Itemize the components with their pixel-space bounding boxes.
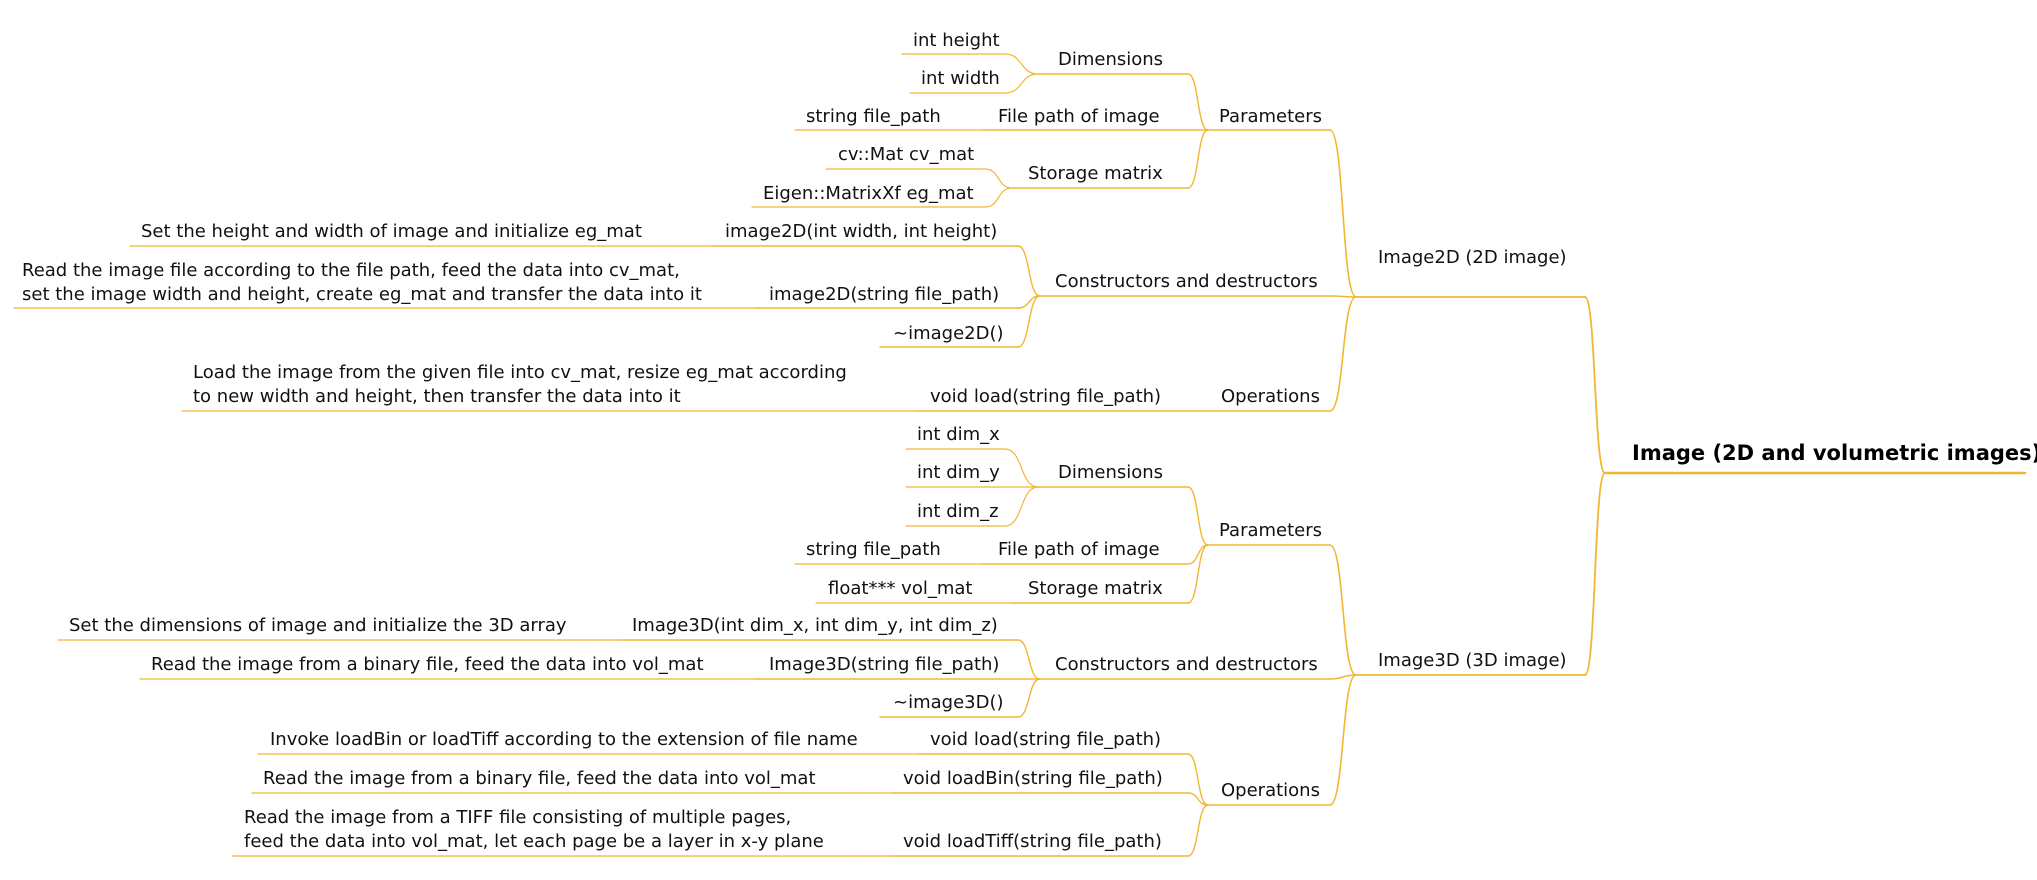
leaf-int-dim-x[interactable]: int dim_x: [917, 424, 1000, 445]
connector-w2: [1004, 73, 1039, 94]
leaf-int-dim-y[interactable]: int dim_y: [917, 462, 1000, 483]
connector-x3: [1004, 448, 1039, 488]
node-image3d-parameters[interactable]: Parameters: [1219, 520, 1322, 541]
node-image2d-dimensions[interactable]: Dimensions: [1058, 49, 1163, 70]
node-image2d-file-path[interactable]: File path of image: [998, 106, 1160, 127]
leaf-int-dim-z[interactable]: int dim_z: [917, 501, 999, 522]
desc-image3d-loadbin: Read the image from a binary file, feed …: [263, 768, 816, 789]
node-image2d-destructor[interactable]: ~image2D(): [893, 323, 1004, 344]
node-image3d-storage[interactable]: Storage matrix: [1028, 578, 1163, 599]
node-image3d-loadbin[interactable]: void loadBin(string file_path): [903, 768, 1163, 789]
connector-dt3: [1017, 678, 1041, 718]
leaf-cv-mat[interactable]: cv::Mat cv_mat: [838, 144, 974, 165]
connector-h2: [1004, 53, 1039, 75]
node-image2d-constructors[interactable]: Constructors and destructors: [1055, 271, 1318, 292]
node-image2d-load[interactable]: void load(string file_path): [930, 386, 1161, 407]
connector-op2: [1329, 296, 1357, 412]
node-image3d-destructor[interactable]: ~image3D(): [893, 692, 1004, 713]
connector-i3d: [1584, 472, 1606, 676]
connector-cv2: [984, 168, 1013, 189]
node-image3d-load[interactable]: void load(string file_path): [930, 729, 1161, 750]
node-labels: Image (2D and volumetric images) Image2D…: [22, 30, 2037, 852]
connector-lines: [589, 53, 1606, 857]
desc-image3d-loadtiff-line1: Read the image from a TIFF file consisti…: [244, 807, 791, 828]
root-node-label[interactable]: Image (2D and volumetric images): [1632, 441, 2037, 465]
underline-strokes: [13, 53, 2027, 857]
leaf-eigen-eg-mat[interactable]: Eigen::MatrixXf eg_mat: [763, 183, 974, 204]
node-image2d-parameters[interactable]: Parameters: [1219, 106, 1322, 127]
connector-lb3: [1187, 792, 1209, 806]
desc-image3d-load: Invoke loadBin or loadTiff according to …: [270, 729, 858, 750]
node-image3d-constructors[interactable]: Constructors and destructors: [1055, 654, 1318, 675]
node-image2d-ctor-file[interactable]: image2D(string file_path): [769, 284, 999, 305]
connector-c1_3: [1017, 639, 1041, 680]
connector-ld3: [1187, 753, 1209, 806]
connector-z3: [1004, 486, 1039, 527]
node-image3d-dimensions[interactable]: Dimensions: [1058, 462, 1163, 483]
connector-cd2: [1329, 295, 1357, 298]
node-image2d-ctor-size[interactable]: image2D(int width, int height): [725, 221, 997, 242]
connector-op3: [1329, 674, 1357, 806]
desc-image2d-ctor-file-line1: Read the image file according to the fil…: [22, 260, 680, 281]
connector-cd3: [1329, 674, 1357, 680]
connector-d3: [1187, 486, 1209, 546]
connector-eg2: [984, 187, 1013, 208]
connector-i2d: [1584, 296, 1606, 474]
connector-c1_2: [1017, 245, 1041, 297]
connector-lt3: [1187, 804, 1209, 857]
connector-sm3: [1187, 544, 1209, 604]
desc-image3d-loadtiff-line2: feed the data into vol_mat, let each pag…: [244, 831, 824, 852]
node-image3d[interactable]: Image3D (3D image): [1378, 650, 1567, 671]
connector-p2: [1329, 129, 1357, 298]
node-image2d-operations[interactable]: Operations: [1221, 386, 1320, 407]
desc-image3d-ctor-file: Read the image from a binary file, feed …: [151, 654, 704, 675]
desc-image2d-ctor-size: Set the height and width of image and in…: [141, 221, 642, 242]
leaf-string-file-path-3d[interactable]: string file_path: [806, 539, 941, 560]
connector-p3: [1329, 544, 1357, 676]
node-image2d-storage[interactable]: Storage matrix: [1028, 163, 1163, 184]
connector-dt2: [1017, 295, 1041, 348]
leaf-string-file-path-2d[interactable]: string file_path: [806, 106, 941, 127]
node-image2d[interactable]: Image2D (2D image): [1378, 247, 1567, 268]
node-image3d-ctor-dims[interactable]: Image3D(int dim_x, int dim_y, int dim_z): [632, 615, 998, 636]
node-image3d-file-path[interactable]: File path of image: [998, 539, 1160, 560]
desc-image2d-load-line1: Load the image from the given file into …: [193, 362, 847, 383]
connector-d2: [1187, 73, 1209, 131]
node-image3d-loadtiff[interactable]: void loadTiff(string file_path): [903, 831, 1162, 852]
desc-image2d-load-line2: to new width and height, then transfer t…: [193, 386, 681, 407]
desc-image2d-ctor-file-line2: set the image width and height, create e…: [22, 284, 702, 305]
leaf-int-width[interactable]: int width: [921, 68, 1000, 89]
node-image3d-operations[interactable]: Operations: [1221, 780, 1320, 801]
connector-sm2: [1187, 129, 1209, 189]
desc-image3d-ctor-dims: Set the dimensions of image and initiali…: [69, 615, 567, 636]
node-image3d-ctor-file[interactable]: Image3D(string file_path): [769, 654, 999, 675]
leaf-float-vol-mat[interactable]: float*** vol_mat: [828, 578, 972, 599]
leaf-int-height[interactable]: int height: [913, 30, 1000, 51]
